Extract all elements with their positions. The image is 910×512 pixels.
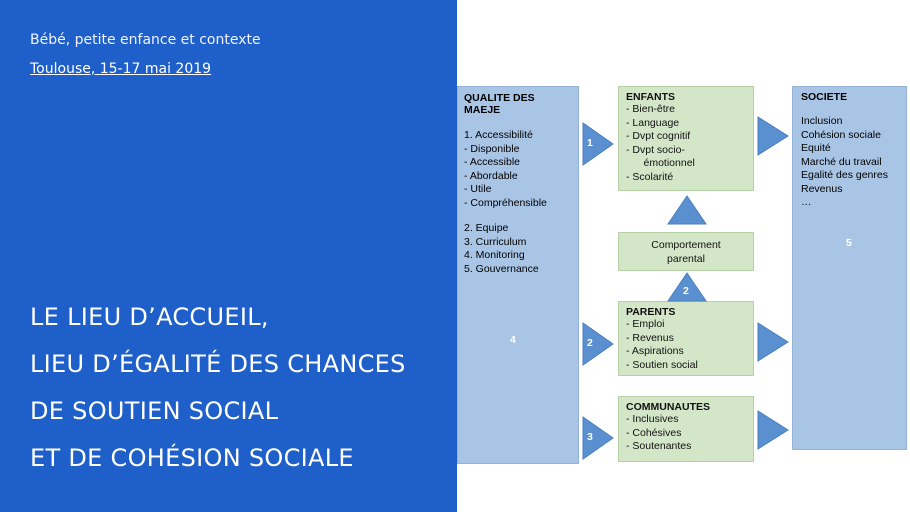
societe-title: SOCIETE [801, 91, 848, 103]
societe-list: Inclusion Cohésion sociale Equité Marché… [801, 115, 906, 210]
societe-number: 5 [846, 237, 852, 249]
parents-title: PARENTS [626, 306, 676, 318]
list-item: Revenus [801, 182, 843, 195]
parents-list: - Emploi - Revenus - Aspirations - Souti… [626, 318, 753, 372]
qualite-number: 4 [510, 334, 516, 346]
list-item: - Inclusives [626, 413, 679, 425]
societe-panel: SOCIETE Inclusion Cohésion sociale Equit… [792, 86, 907, 450]
enfants-box: ENFANTS - Bien-être - Language - Dvpt co… [618, 86, 754, 191]
list-item: émotionnel [626, 157, 695, 169]
list-item: 4. Monitoring [464, 249, 525, 261]
list-item: - Language [626, 116, 680, 129]
arrow-label-2: 2 [587, 337, 593, 349]
list-item: - Disponible [464, 142, 520, 155]
diagram-area: QUALITE DES MAEJE 1. Accessibilité - Dis… [457, 0, 910, 512]
arrow-right-2-icon [582, 322, 614, 366]
event-date-link[interactable]: Toulouse, 15-17 mai 2019 [30, 61, 212, 77]
list-item: 1. Accessibilité [464, 129, 533, 141]
list-item: - Compréhensible [464, 196, 547, 209]
list-item: - Accessible [464, 156, 521, 168]
qualite-title-1: QUALITE DES [464, 92, 535, 104]
enfants-list: - Bien-être - Language - Dvpt cognitif -… [626, 103, 753, 184]
list-item: - Utile [464, 183, 492, 195]
arrow-label-3: 3 [587, 431, 593, 443]
qualite-list: 1. Accessibilité - Disponible - Accessib… [464, 129, 578, 210]
arrow-label-2b: 2 [683, 285, 689, 297]
list-item: Equité [801, 142, 831, 154]
list-item: - Emploi [626, 318, 665, 330]
title-panel: Bébé, petite enfance et contexte Toulous… [0, 0, 457, 512]
list-item: - Aspirations [626, 345, 684, 357]
list-item: 5. Gouvernance [464, 262, 539, 275]
headline: LE LIEU D’ACCUEIL, LIEU D’ÉGALITÉ DES CH… [30, 294, 406, 482]
arrow-right-communautes-icon [757, 410, 789, 450]
list-item: - Revenus [626, 331, 674, 344]
list-item: - Soutenantes [626, 440, 692, 452]
arrow-up-parents-icon [667, 272, 707, 302]
list-item: - Abordable [464, 169, 518, 182]
headline-line-4: ET DE COHÉSION SOCIALE [30, 444, 354, 472]
arrow-label-1: 1 [587, 137, 593, 149]
list-item: - Soutien social [626, 358, 698, 371]
comportement-box: Comportement parental [618, 232, 754, 271]
list-item: Inclusion [801, 115, 843, 127]
headline-line-1: LE LIEU D’ACCUEIL, [30, 303, 269, 331]
list-item: … [801, 196, 812, 208]
list-item: - Cohésives [626, 426, 682, 439]
list-item: - Dvpt socio- [626, 143, 685, 156]
qualite-panel: QUALITE DES MAEJE 1. Accessibilité - Dis… [457, 86, 579, 464]
list-item: - Bien-être [626, 103, 676, 115]
list-item: Egalité des genres [801, 169, 888, 181]
arrow-right-parents-icon [757, 322, 789, 362]
list-item: Cohésion sociale [801, 128, 881, 141]
list-item: - Dvpt cognitif [626, 130, 691, 142]
arrow-right-3-icon [582, 416, 614, 460]
comportement-line-1: Comportement [651, 239, 721, 251]
list-item: 3. Curriculum [464, 235, 527, 248]
arrow-right-1-icon [582, 122, 614, 166]
comportement-line-2: parental [667, 253, 705, 265]
qualite-list-2: 2. Equipe 3. Curriculum 4. Monitoring 5.… [464, 222, 578, 276]
communautes-list: - Inclusives - Cohésives - Soutenantes [626, 413, 753, 454]
headline-line-2: LIEU D’ÉGALITÉ DES CHANCES [30, 350, 406, 378]
communautes-title: COMMUNAUTES [626, 401, 710, 413]
list-item: Marché du travail [801, 155, 882, 168]
parents-box: PARENTS - Emploi - Revenus - Aspirations… [618, 301, 754, 376]
event-name: Bébé, petite enfance et contexte [30, 32, 261, 48]
list-item: 2. Equipe [464, 222, 509, 234]
headline-line-3: DE SOUTIEN SOCIAL [30, 397, 279, 425]
arrow-up-comportement-icon [667, 195, 707, 225]
list-item: - Scolarité [626, 170, 674, 183]
enfants-title: ENFANTS [626, 91, 676, 103]
communautes-box: COMMUNAUTES - Inclusives - Cohésives - S… [618, 396, 754, 462]
qualite-title-2: MAEJE [464, 104, 501, 116]
arrow-right-enfants-icon [757, 116, 789, 156]
